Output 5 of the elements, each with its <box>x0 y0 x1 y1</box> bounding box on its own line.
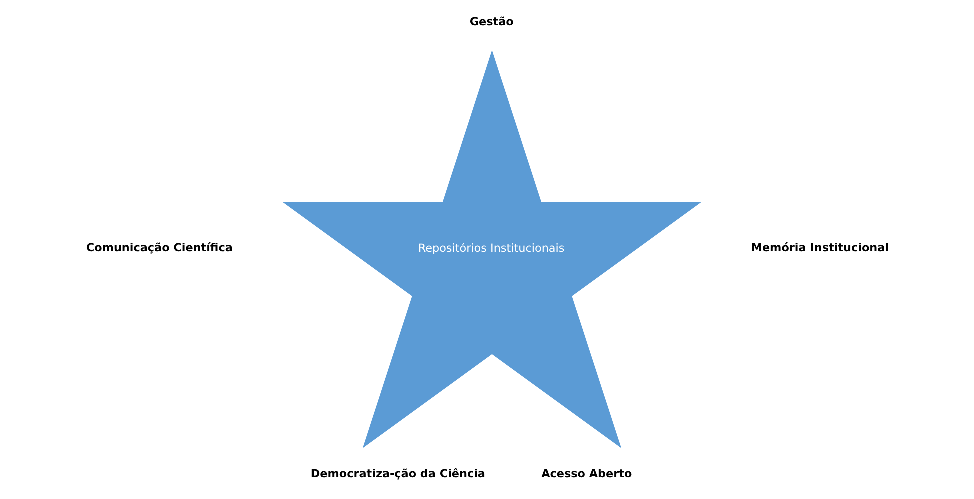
label: Gestão <box>469 16 514 29</box>
label: Democratiza-ção da Ciência <box>310 467 485 480</box>
label: Acesso Aberto <box>541 467 632 480</box>
label: Memória Institucional <box>750 241 888 254</box>
label: Comunicação Científica <box>86 241 232 254</box>
